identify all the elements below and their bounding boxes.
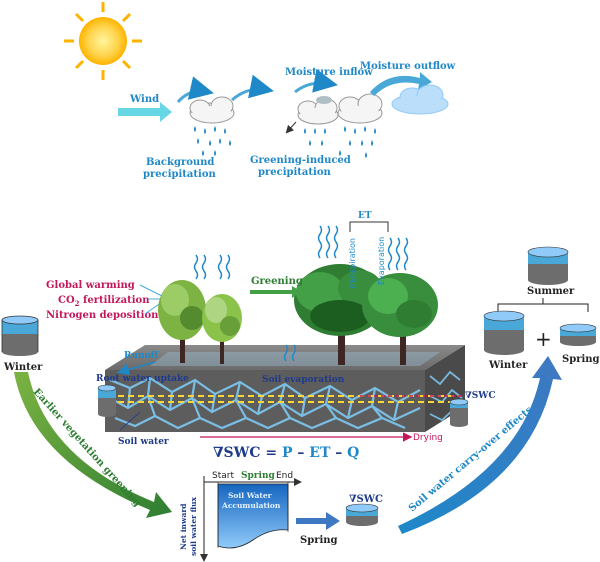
transpiration-label: Transpiration [348,238,357,291]
evaporation-label: Evaporation [377,237,386,285]
summer-bucket [527,246,569,285]
winter-left-label: Winter [3,362,43,373]
cloud-2-icon [297,96,339,125]
vapor-wiggles [193,225,409,362]
moisture-outflow-label: Moisture outflow [360,61,456,72]
accumulation-line2: Accumulation [221,501,281,510]
flux-end-label: End [276,471,293,481]
summer-label: Summer [527,286,575,297]
background-precip-line1: Background [146,157,214,168]
soil-water-label: Soil water [118,437,169,447]
sun-icon [64,2,142,80]
spring-bucket-bottom [345,503,379,526]
greening-precip-line2: precipitation [258,167,331,178]
wind-arrow-2 [176,76,214,104]
summer-bracket [497,298,589,312]
spring-right-label: Spring [562,354,600,365]
driver-nitrogen-deposition: Nitrogen deposition [46,310,159,321]
greening-label: Greening [251,276,303,287]
flux-panel [200,476,302,562]
greening-arrow [250,286,302,298]
driver-global-warming: Global warming [46,280,135,291]
flux-ylabel-1: Net inward [179,503,188,550]
tree-small-1 [158,280,206,363]
carry-over-arrow [398,356,562,534]
wind-arrow [118,102,172,122]
et-bracket [349,221,389,232]
earlier-greening-arrow [14,372,172,518]
et-label: ET [358,211,372,221]
cloud-outflow-icon [391,84,449,115]
rain-2-icon [304,126,376,158]
spring-bottom-label: Spring [300,535,338,546]
bucket-right-small [449,398,469,427]
greening-precip-pointer [285,121,297,134]
winter-bucket-left [1,315,39,356]
background-precip-line2: precipitation [143,169,216,180]
driver-arrow-1 [139,284,163,297]
soil-evaporation-label: Soil evaporation [262,375,345,385]
accumulation-line1: Soil Water [228,491,273,500]
runoff-label: Runoff [124,351,159,361]
flux-ylabel-2: soil water flux [189,496,198,556]
winter-bucket-right [483,310,525,355]
delta-swc-bottom-label: ∇SWC [349,494,383,505]
greening-precip-line1: Greening-induced [250,155,351,166]
tree-small-2 [202,294,242,364]
moisture-inflow-arrow [294,68,338,94]
cloud-3-icon [337,93,383,124]
root-water-uptake-label: Root water uptake [96,374,189,384]
to-spring-arrow [296,512,340,530]
bucket-left-small [97,384,117,417]
delta-swc-side-label: ∇SWC [465,391,496,401]
tree-large-2 [362,273,438,365]
plus-sign: + [535,327,552,351]
spring-bucket-right [559,323,597,346]
moisture-outflow-arrow [370,72,432,96]
driver-co2-fertilization: CO2 fertilization [58,295,150,308]
soil-water-pointer [119,411,141,431]
flux-spring-label: Spring [241,471,275,481]
cloud-1-icon [189,96,235,124]
wind-arrow-3 [231,74,274,102]
water-balance-equation: ∇SWC = P – ET – Q [213,445,359,461]
drying-label: Drying [413,433,443,443]
flux-start-label: Start [212,471,234,481]
rain-1-icon [194,126,231,156]
wind-label: Wind [129,94,159,105]
runoff-arrow [117,361,156,376]
winter-right-label: Winter [488,360,528,371]
